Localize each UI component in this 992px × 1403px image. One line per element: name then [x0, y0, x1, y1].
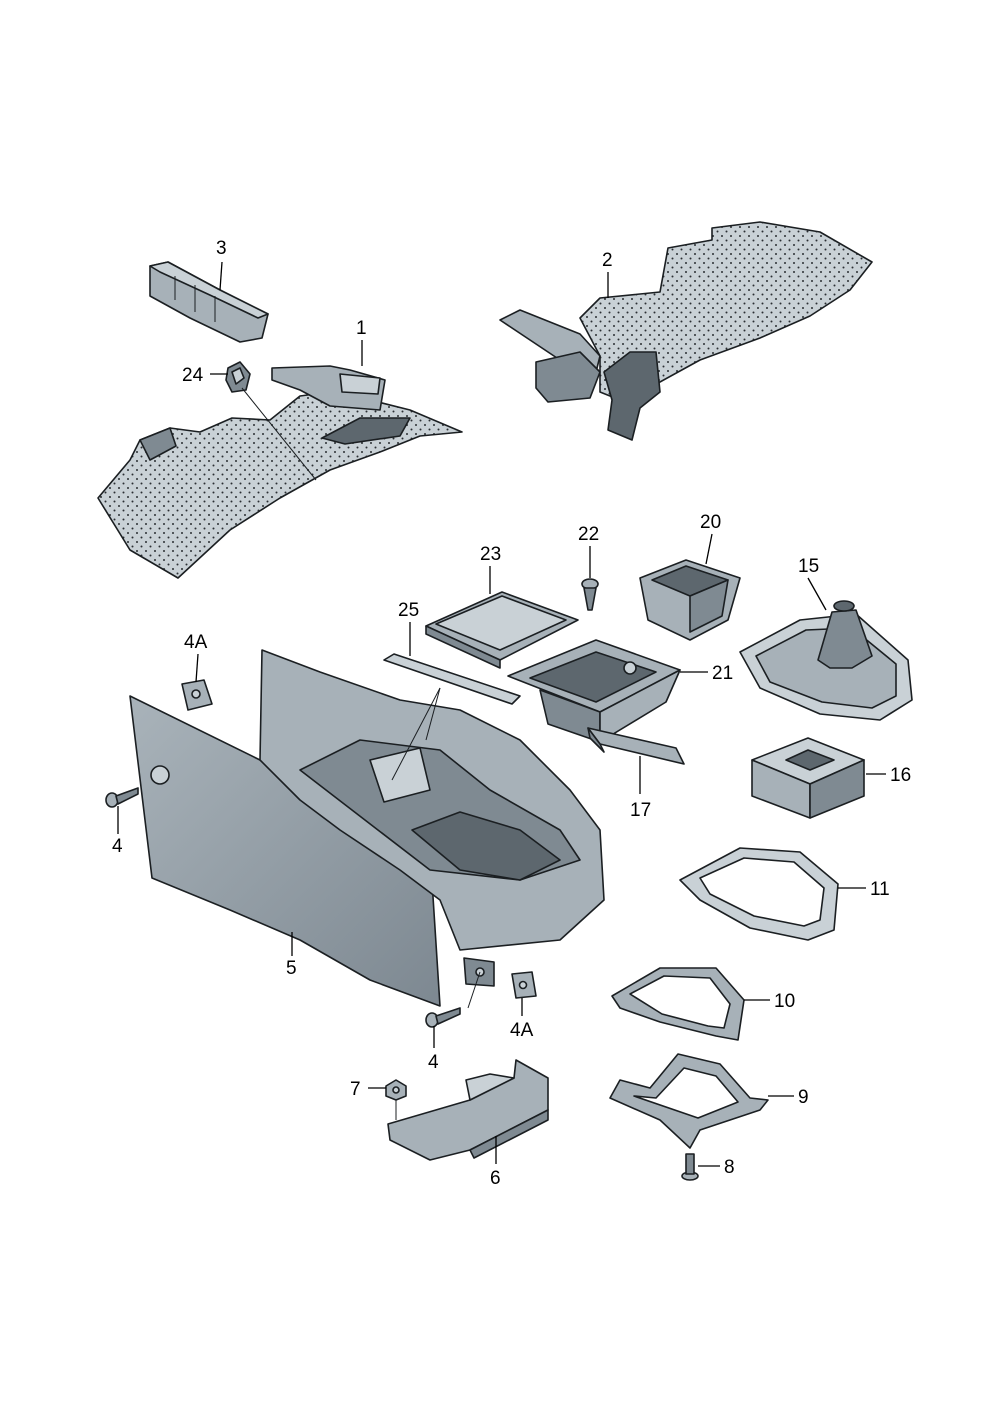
part-4a-clip-left [181, 679, 213, 711]
part-2-rear-mat [499, 221, 873, 441]
callout-15: 15 [798, 556, 819, 577]
part-16-foam-block [751, 737, 865, 819]
callout-17: 17 [630, 800, 651, 821]
callout-4-left: 4 [112, 836, 123, 857]
part-21-tray [507, 639, 681, 743]
part-4-screw-left [105, 787, 139, 808]
part-24-clip [225, 361, 251, 393]
part-1-front-mat [97, 365, 463, 579]
callout-4a-left: 4A [184, 632, 208, 653]
callout-25: 25 [398, 600, 419, 621]
callout-10: 10 [774, 991, 795, 1012]
callout-7: 7 [350, 1079, 361, 1100]
callout-3: 3 [216, 238, 227, 259]
callout-8: 8 [724, 1157, 735, 1178]
part-25-strip [383, 653, 521, 705]
callout-24: 24 [182, 365, 204, 386]
callout-6: 6 [490, 1168, 501, 1189]
part-10-frame [611, 967, 745, 1041]
part-3-bracket [149, 261, 269, 343]
part-9-mount-frame [609, 1053, 769, 1149]
callout-2: 2 [602, 250, 613, 271]
part-22-screw [581, 578, 599, 611]
callout-4-bottom: 4 [428, 1052, 439, 1073]
part-7-nut [385, 1079, 407, 1101]
part-11-frame [679, 847, 839, 941]
callout-16: 16 [890, 765, 911, 786]
callout-20: 20 [700, 512, 721, 533]
callout-4a-right: 4A [510, 1020, 534, 1041]
part-4a-clip-right [511, 971, 537, 999]
callout-23: 23 [480, 544, 501, 565]
part-15-gear-boot [739, 600, 913, 721]
part-20-cupholder [639, 559, 741, 641]
part-17-strip [587, 727, 685, 765]
part-23-lid [425, 591, 579, 669]
part-5-console [129, 649, 605, 1007]
callout-21: 21 [712, 663, 733, 684]
callout-11: 11 [870, 879, 890, 900]
callout-1: 1 [356, 318, 367, 339]
callout-22: 22 [578, 524, 599, 545]
part-4-screw-bottom [425, 1007, 461, 1028]
callout-9: 9 [798, 1087, 809, 1108]
part-6-bracket [387, 1059, 549, 1161]
callout-labels: 3 1 24 2 23 22 20 15 25 21 4A 4 16 17 11… [112, 238, 911, 1189]
leader-lines [117, 261, 886, 1167]
part-8-screw [681, 1153, 699, 1181]
callout-5: 5 [286, 958, 297, 979]
